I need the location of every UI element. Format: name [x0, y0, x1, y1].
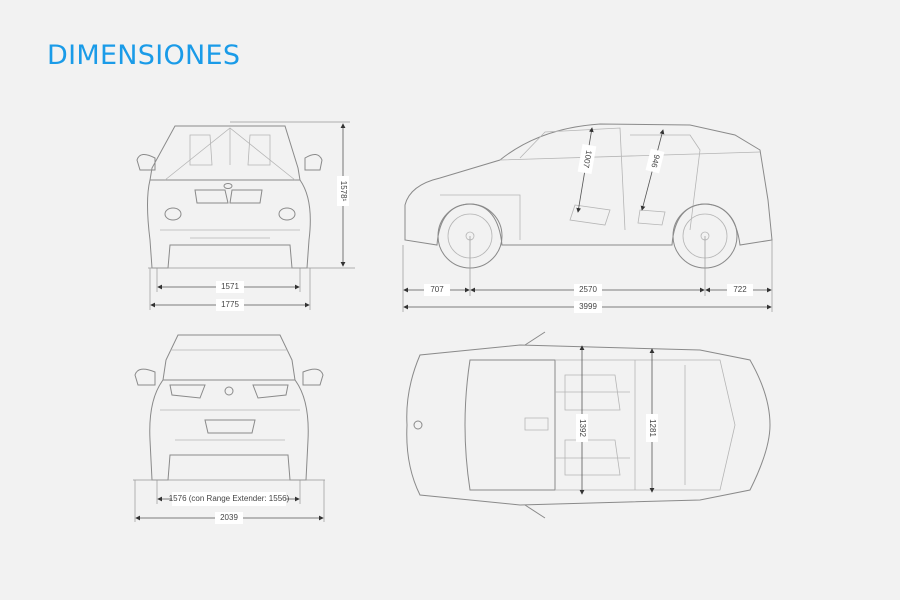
rear-view-drawing [134, 334, 324, 481]
rear-shoulder-label: 1281 [648, 419, 657, 437]
front-shoulder-label: 1392 [578, 419, 587, 437]
front-headroom-label: 1007 [581, 150, 593, 170]
page-title: DIMENSIONES [47, 40, 241, 71]
width-mirrors-label: 2039 [220, 513, 238, 522]
wheelbase-label: 2570 [579, 285, 597, 294]
front-track-label: 1571 [221, 282, 239, 291]
front-overhang-label: 707 [430, 285, 444, 294]
front-height-label: 1578¹ [339, 181, 348, 202]
rear-headroom-label: 946 [649, 154, 661, 170]
rear-overhang-label: 722 [733, 285, 747, 294]
front-width-label: 1775 [221, 300, 239, 309]
length-label: 3999 [579, 302, 597, 311]
rear-track-label: 1576 (con Range Extender: 1556) [169, 494, 290, 503]
top-view-drawing [406, 331, 771, 519]
front-view-drawing [136, 125, 323, 269]
